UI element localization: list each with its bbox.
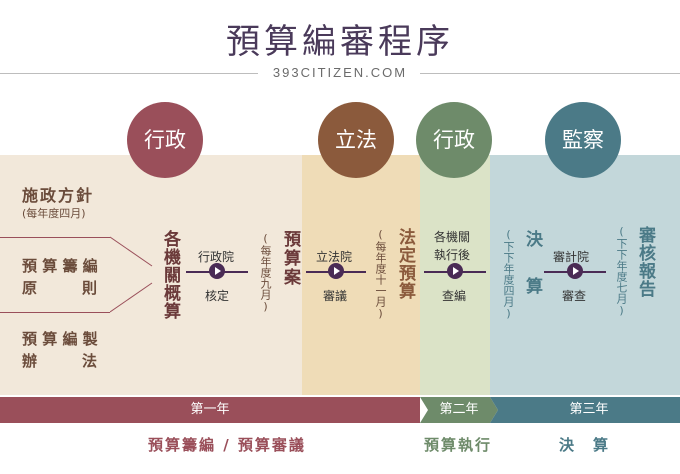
connector-top <box>0 237 110 238</box>
phase-bg-legis <box>302 155 420 395</box>
site-url: 393CITIZEN.COM <box>272 65 408 80</box>
play-icon <box>209 263 225 279</box>
policy-label: 施政方針 <box>22 186 95 205</box>
audit-report-note: (下下年度七月) <box>615 225 628 317</box>
page-title: 預算編審程序 <box>226 22 454 62</box>
bottom-label-prep: 預算籌編 / 預算審議 <box>148 436 306 454</box>
audit-action: 審查 <box>562 289 587 303</box>
audit-office-label: 審計院 <box>553 250 590 264</box>
budget-draft-note: (每年度九月) <box>259 232 272 313</box>
divider-left <box>0 73 258 74</box>
final-account: 決算 <box>522 230 542 324</box>
bottom-label-audit: 決 算 <box>559 436 611 454</box>
legis-yuan-label: 立法院 <box>316 250 353 264</box>
circle-legis: 立法 <box>318 102 394 178</box>
play-icon <box>328 263 344 279</box>
phase-bg-prep <box>0 155 302 395</box>
method-label: 預 算 編 製 辦 法 <box>22 328 98 372</box>
divider-right <box>420 73 680 74</box>
audit-report: 審核報告 <box>635 226 655 298</box>
principle-label: 預 算 籌 編 原 則 <box>22 255 98 299</box>
policy-note: (每年度四月) <box>22 207 86 220</box>
exec-yuan-action: 核定 <box>205 289 230 303</box>
principle-line-2: 原 則 <box>22 279 98 297</box>
year-bar-2: 第二年 <box>439 402 479 417</box>
legis-yuan-action: 審議 <box>323 289 348 303</box>
bracket-connector <box>110 236 153 313</box>
play-icon <box>567 263 583 279</box>
year-bar-1: 第一年 <box>0 397 420 423</box>
phase-bg-audit <box>490 155 680 395</box>
exec-yuan-label: 行政院 <box>198 250 235 264</box>
play-icon <box>447 263 463 279</box>
method-line-2: 辦 法 <box>22 352 98 370</box>
year-bar-arrows <box>420 397 680 423</box>
connector-bottom <box>0 312 110 313</box>
exec-action: 查編 <box>442 289 467 303</box>
agencies-summary: 各機關概算 <box>160 230 180 320</box>
circle-exec-1: 行政 <box>127 102 203 178</box>
exec-after-label: 執行後 <box>434 248 471 262</box>
year-bar-3: 第三年 <box>569 402 609 417</box>
final-note: (下下年度四月) <box>502 228 515 320</box>
budget-draft: 預算案 <box>280 230 300 287</box>
circle-exec-2: 行政 <box>416 102 492 178</box>
agencies-label: 各機關 <box>434 230 471 244</box>
legal-budget: 法定預算 <box>395 228 415 300</box>
principle-line-1: 預 算 籌 編 <box>22 257 98 275</box>
circle-audit: 監察 <box>545 102 621 178</box>
bottom-label-exec: 預算執行 <box>424 436 493 454</box>
method-line-1: 預 算 編 製 <box>22 330 98 348</box>
legal-budget-note: (每年度十一月) <box>374 228 387 320</box>
